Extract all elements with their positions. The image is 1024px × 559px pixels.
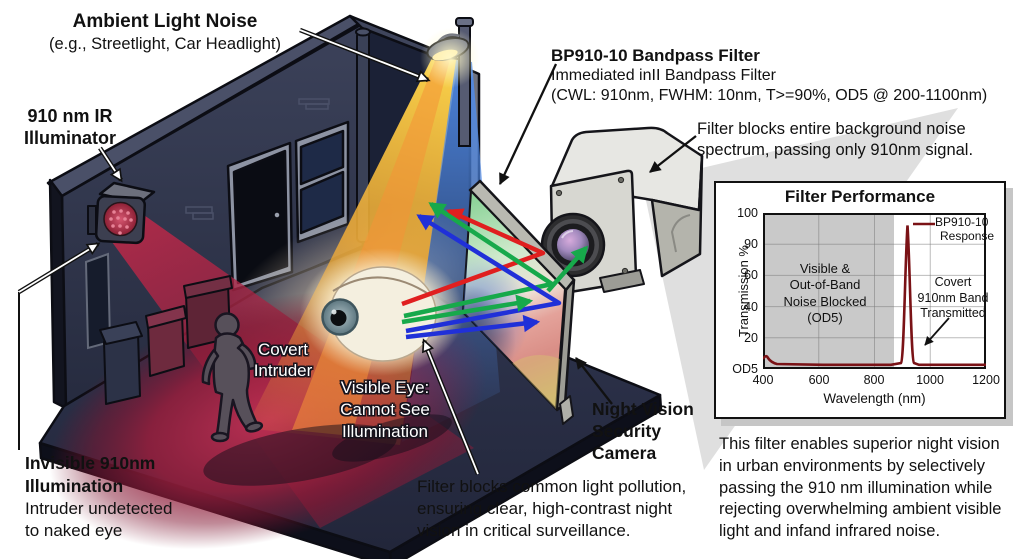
intruder-shadow: [203, 414, 452, 486]
y-tick: 40: [744, 300, 758, 314]
chart-gridlines: [763, 213, 986, 369]
bp910-title: BP910-10 Bandpass Filter: [551, 46, 760, 65]
visible-eye-arrow: [421, 338, 481, 475]
transmitted-annotation: Covert 910nm Band Transmitted: [917, 275, 989, 321]
window: [294, 120, 350, 244]
ambient-light-subtitle: (e.g., Streetlight, Car Headlight): [48, 34, 282, 53]
chart-legend: BP910-10 Response: [935, 215, 995, 244]
transmitted-annotation-arrow: [924, 317, 950, 346]
chart-x-axis-label: Wavelength (nm): [823, 391, 926, 406]
green-ray-transmitted: [546, 245, 589, 293]
trash-bin: [99, 321, 143, 405]
night-vision-camera-label: Night Vision Security Camera: [592, 399, 694, 463]
red-ray-reflected: [401, 208, 546, 307]
filter-performance-chart: Filter Performance Transmission % 100 90…: [714, 181, 1006, 419]
visible-eye-label: Visible Eye: Cannot See Illumination: [340, 378, 430, 442]
ir-illuminator-label: 910 nm IR Illuminator: [23, 106, 116, 148]
invisible-illumination-arrow: [17, 242, 101, 450]
light-rays: [401, 202, 589, 340]
blocked-annotation: Visible & Out-of-Band Noise Blocked (OD5…: [783, 261, 867, 325]
covert-intruder-label: Covert Intruder: [253, 340, 313, 381]
door-knob: [273, 211, 281, 219]
leader-arrows: [17, 27, 697, 475]
ambient-light-label: Ambient Light Noise (e.g., Streetlight, …: [30, 10, 300, 54]
plot-frame: [763, 213, 986, 369]
invisible-illumination-label: Invisible 910nm Illumination Intruder un…: [25, 453, 173, 540]
y-tick: 60: [744, 268, 758, 282]
x-tick: 1200: [972, 373, 1000, 387]
x-tick: 600: [808, 373, 830, 387]
filter-entire-arrow: [649, 135, 697, 173]
x-tick: 1000: [916, 373, 944, 387]
y-tick: OD5: [732, 362, 758, 376]
chart-title: Filter Performance: [784, 187, 936, 206]
closing-paragraph: This filter enables superior night visio…: [719, 435, 1002, 541]
ir-illuminator-device: [87, 181, 156, 245]
response-curve: [761, 225, 986, 367]
ambient-light-title: Ambient Light Noise: [72, 11, 258, 32]
blue-ray-reflected: [405, 214, 562, 334]
bp910-arrow: [498, 63, 558, 186]
filter-common-label: Filter blocks common light pollution, en…: [417, 477, 687, 541]
ambient-arrow: [299, 27, 431, 83]
y-tick: 20: [744, 331, 758, 345]
green-ray-forward: [401, 294, 534, 325]
filter-entire-label: Filter blocks entire background noise sp…: [697, 120, 974, 159]
led-dots: [109, 209, 133, 235]
brick-marks: [185, 98, 330, 220]
night-vision-arrow: [575, 357, 613, 405]
blue-ray-forward: [405, 314, 541, 340]
x-tick: 800: [863, 373, 885, 387]
bp910-label: BP910-10 Bandpass Filter Immediated inII…: [551, 46, 988, 105]
x-tick: 400: [752, 373, 774, 387]
crates: [145, 275, 233, 377]
ir-illuminator-arrow: [98, 146, 123, 183]
chart-plot-area: [761, 213, 986, 369]
chart-plot-svg: [761, 213, 986, 369]
intruder-figure: [201, 312, 264, 443]
y-tick: 90: [744, 237, 758, 251]
y-tick: 100: [737, 206, 758, 220]
streetlight-glow: [420, 28, 480, 88]
blocked-region: [763, 213, 894, 369]
